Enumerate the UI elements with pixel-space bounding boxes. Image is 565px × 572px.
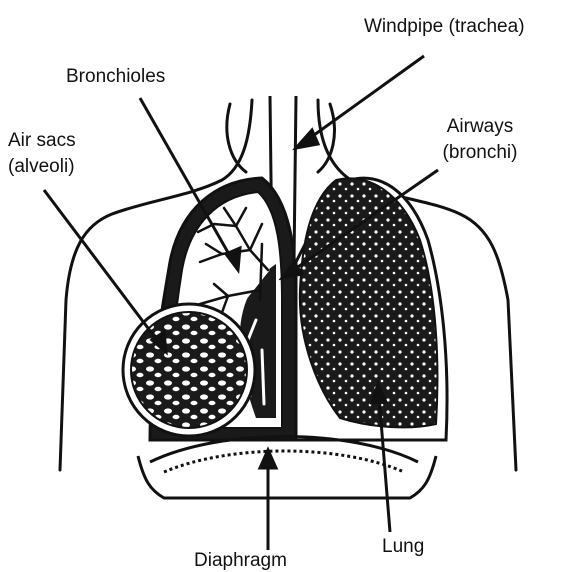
label-lung: Lung <box>382 536 424 558</box>
label-bronchioles: Bronchioles <box>66 66 165 88</box>
diaphragm <box>138 437 436 499</box>
label-diaphragm: Diaphragm <box>194 550 287 572</box>
label-air-sacs-line2: (alveoli) <box>8 154 76 180</box>
label-air-sacs: Air sacs (alveoli) <box>8 128 76 180</box>
label-airways-line2: (bronchi) <box>420 140 540 166</box>
alveoli-magnified-circle <box>123 304 255 436</box>
label-windpipe: Windpipe (trachea) <box>364 16 525 38</box>
label-airways: Airways (bronchi) <box>420 114 540 166</box>
label-airways-line1: Airways <box>420 114 540 140</box>
label-air-sacs-line1: Air sacs <box>8 128 76 154</box>
